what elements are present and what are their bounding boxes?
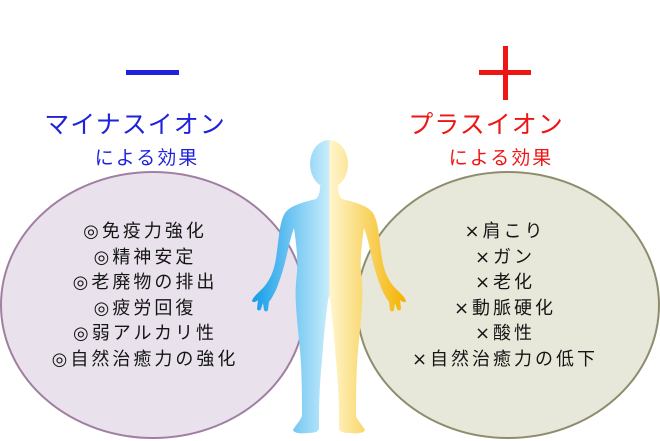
list-item: ×自然治癒力の低下: [411, 348, 599, 370]
head-shape: [310, 140, 348, 188]
list-item: ×ガン: [474, 246, 536, 268]
list-item: ×肩こり: [464, 221, 546, 242]
list-item: ◎疲労回復: [93, 297, 197, 319]
positive-ion-subtitle: による効果: [448, 147, 554, 169]
positive-ion-title: プラスイオン: [408, 110, 564, 139]
positive-effects-list: ×肩こり ×ガン ×老化 ×動脈硬化 ×酸性 ×自然治癒力の低下: [385, 219, 625, 373]
list-item: ×動脈硬化: [453, 297, 557, 319]
list-item: ◎自然治癒力の強化: [51, 348, 239, 370]
negative-effects-list: ◎免疫力強化 ◎精神安定 ◎老廃物の排出 ◎疲労回復 ◎弱アルカリ性 ◎自然治癒…: [35, 219, 255, 373]
list-item: ◎弱アルカリ性: [73, 323, 217, 345]
list-item: ×老化: [474, 272, 536, 294]
list-item: ◎老廃物の排出: [72, 272, 218, 294]
human-body-icon: [252, 140, 406, 434]
plus-sign-vertical-bar: [503, 46, 508, 100]
list-item: ◎免疫力強化: [83, 221, 207, 242]
negative-ion-subtitle: による効果: [94, 147, 200, 169]
body-shape: [252, 186, 406, 434]
list-item: ×酸性: [474, 323, 536, 345]
negative-ion-title: マイナスイオン: [44, 110, 226, 139]
minus-sign-icon: [126, 70, 179, 75]
plus-sign-icon: [479, 46, 531, 100]
list-item: ◎精神安定: [93, 246, 197, 268]
